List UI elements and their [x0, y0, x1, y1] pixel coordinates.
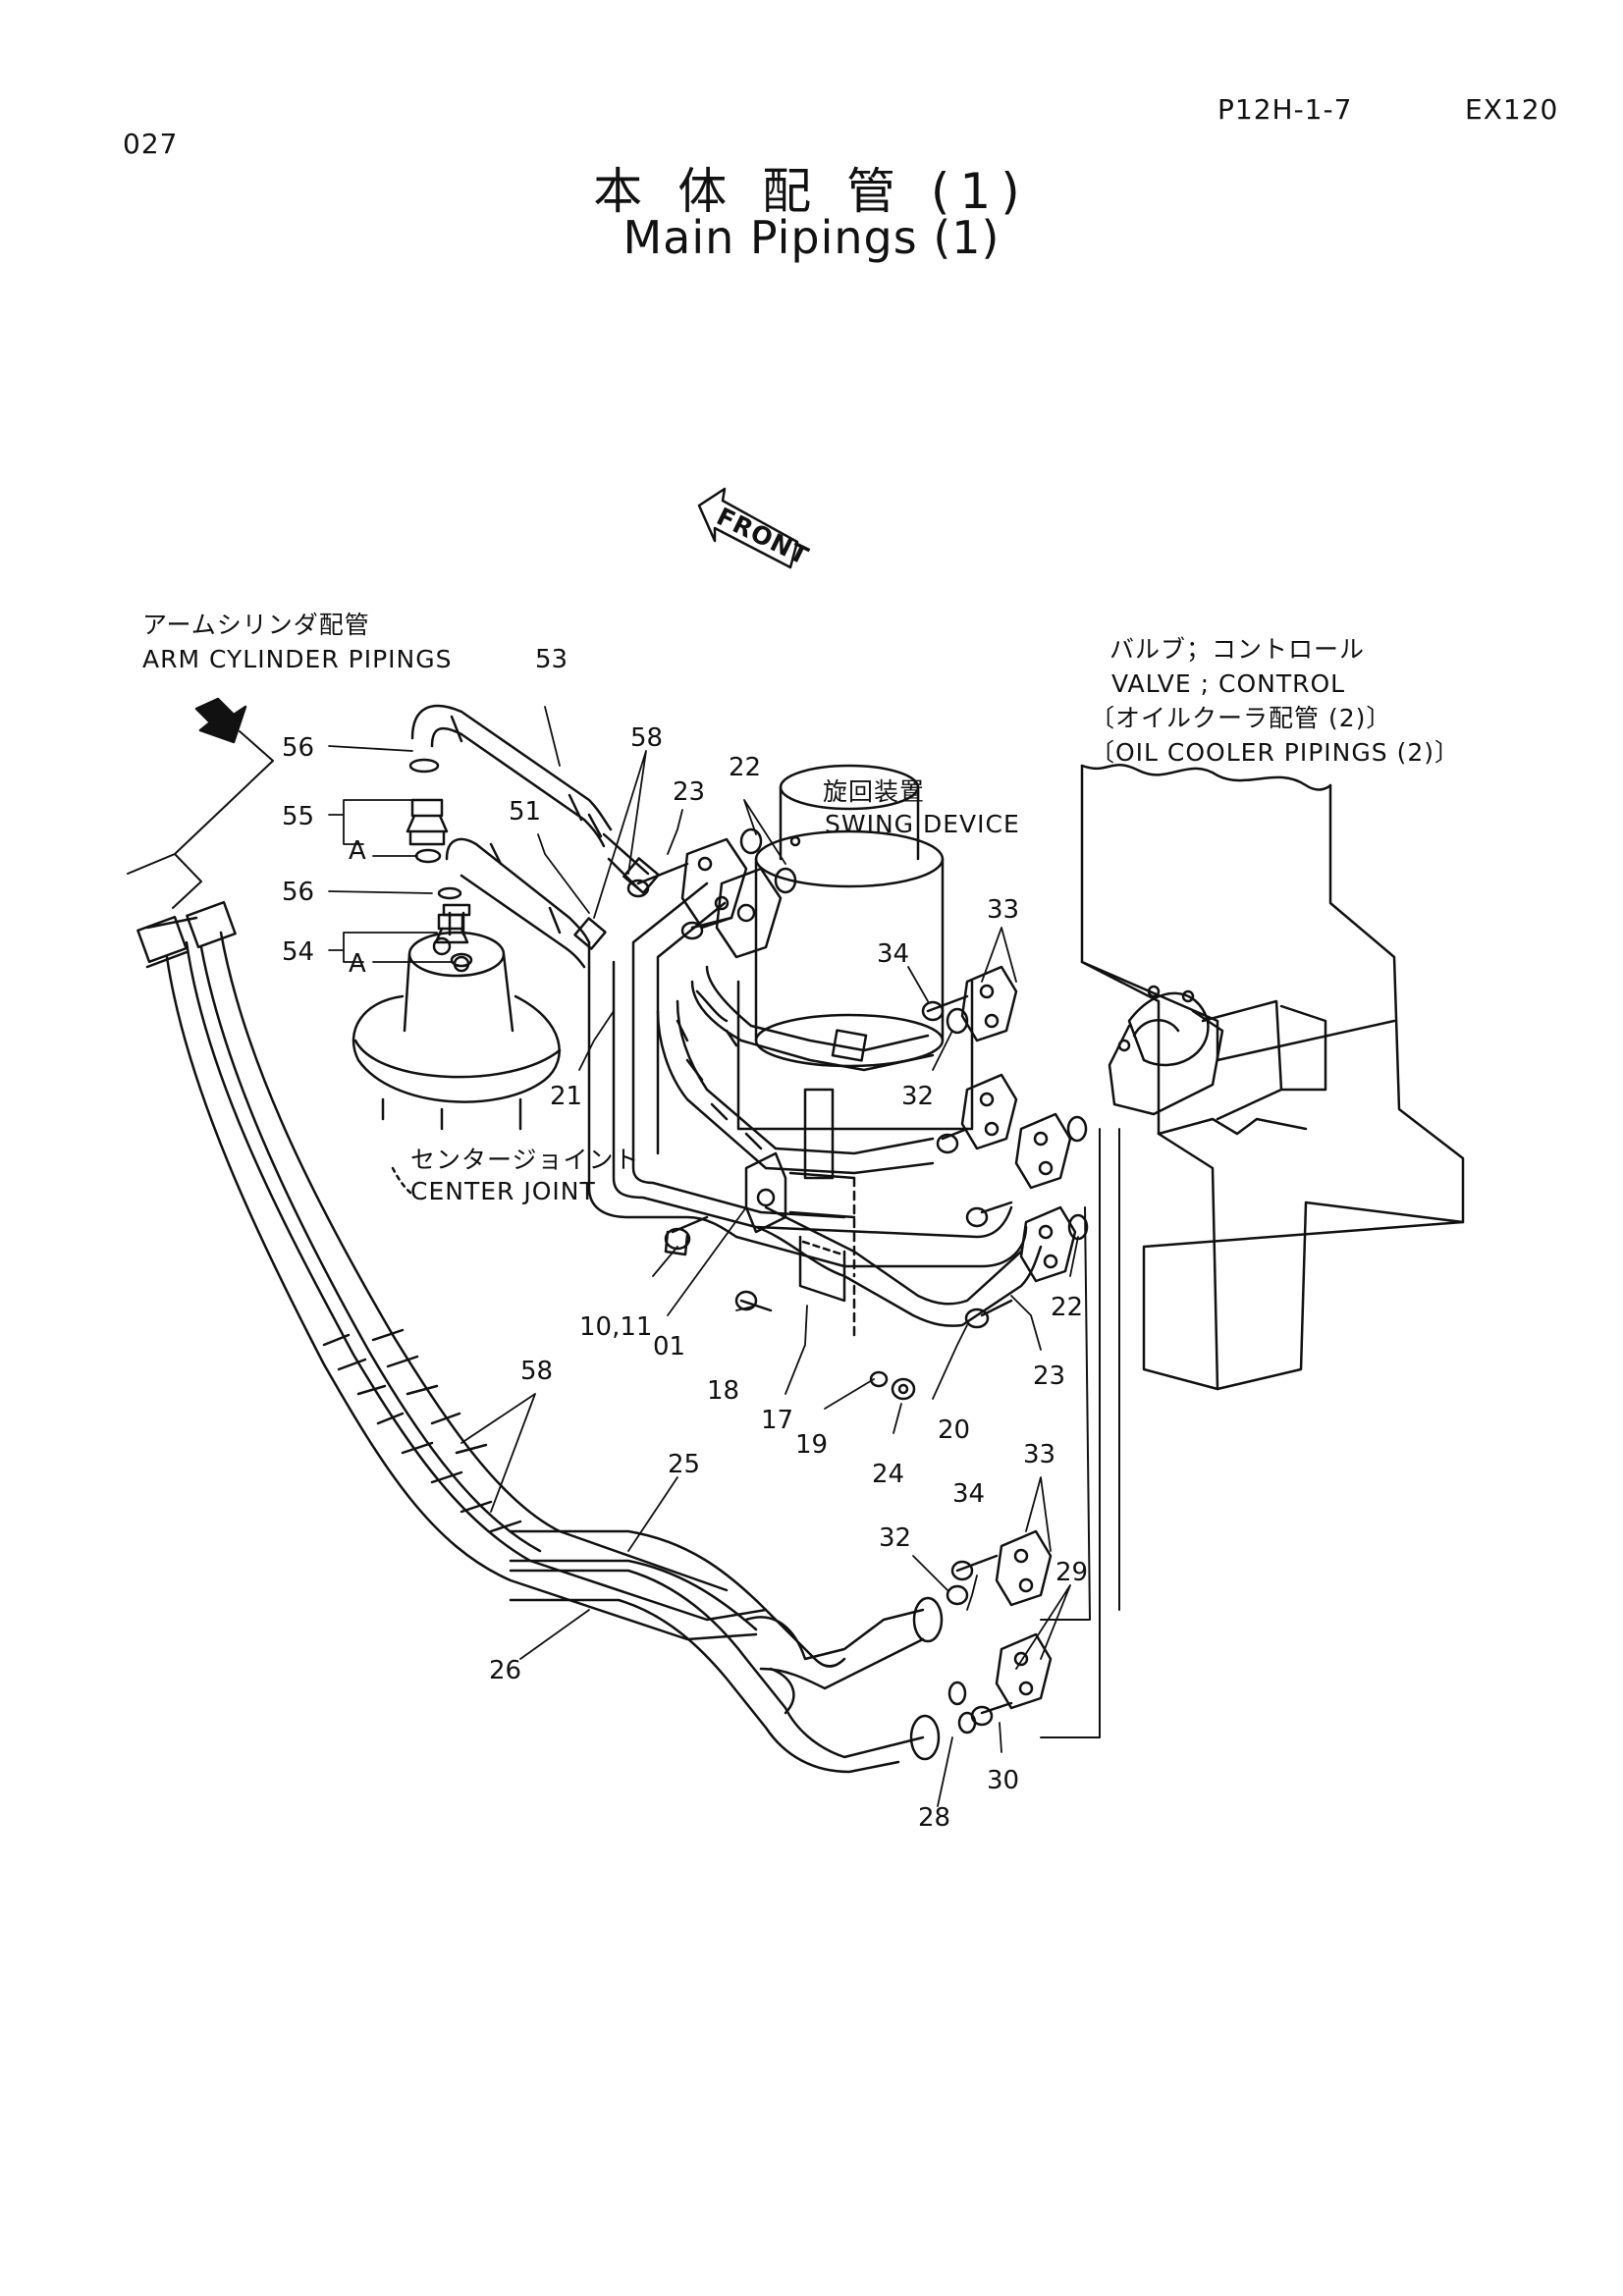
clamp-01	[744, 1088, 856, 1337]
model-name: EX120	[1465, 93, 1559, 126]
arm-cylinder-label-en: ARM CYLINDER PIPINGS	[142, 645, 452, 673]
hose-51	[445, 837, 607, 969]
flange-swing	[680, 828, 801, 959]
callout-20: 20	[938, 1415, 970, 1445]
swing-device-label-en: SWING DEVICE	[825, 810, 1020, 838]
callout-33-lower: 33	[1023, 1440, 1055, 1469]
flange-upper-23	[626, 837, 748, 930]
callout-34-upper: 34	[877, 939, 909, 969]
flange-33-lower	[946, 1529, 1053, 1607]
callout-18: 18	[707, 1376, 739, 1406]
hose-26	[509, 1569, 941, 1774]
flange-22-right	[965, 1112, 1088, 1228]
control-valve-label-en: VALVE ; CONTROL	[1111, 669, 1345, 698]
page-number: P12H-1-7	[1217, 93, 1353, 126]
center-joint-label-en: CENTER JOINT	[410, 1177, 596, 1205]
bolts-10-11	[664, 1215, 709, 1256]
oil-cooler-label-ja: 〔オイルクーラ配管 (2)〕	[1090, 704, 1391, 732]
front-arrow	[697, 487, 799, 569]
control-valve-block	[1080, 763, 1465, 1391]
callout-a-lower: A	[349, 949, 366, 979]
center-joint-label-ja: センタージョイント	[410, 1146, 640, 1174]
flange-29	[947, 1632, 1053, 1735]
callout-58-upper: 58	[630, 723, 663, 753]
pipe-21	[587, 881, 1028, 1268]
swing-supply-hose	[690, 965, 935, 1072]
callout-32-lower: 32	[879, 1523, 911, 1553]
callout-23-upper: 23	[673, 777, 705, 807]
callout-53: 53	[535, 645, 568, 674]
callout-28: 28	[918, 1803, 950, 1833]
callout-22-upper: 22	[729, 753, 761, 782]
callout-34-lower: 34	[952, 1479, 985, 1509]
callout-23-lower: 23	[1033, 1362, 1065, 1391]
callout-56-upper: 56	[282, 733, 314, 763]
callout-26: 26	[489, 1656, 521, 1685]
flange-middle	[936, 1073, 1018, 1154]
bolt-18	[734, 1290, 773, 1312]
leader-lines	[328, 706, 1079, 1807]
callout-01: 01	[653, 1332, 685, 1362]
swing-device-label-ja: 旋回装置	[823, 777, 925, 806]
arm-cylinder-label-ja: アームシリンダ配管	[142, 611, 370, 639]
callout-19: 19	[795, 1430, 828, 1460]
hose-53	[410, 704, 660, 894]
arm-direction-arrow	[194, 697, 247, 744]
callout-55: 55	[282, 802, 314, 831]
figure-code: 027	[123, 128, 179, 160]
callout-56-lower: 56	[282, 878, 314, 907]
callout-51: 51	[509, 797, 541, 827]
callout-29: 29	[1055, 1558, 1088, 1587]
nut-19-24	[869, 1370, 916, 1401]
front-label: FRONT	[712, 502, 813, 570]
callout-32-upper: 32	[901, 1082, 934, 1111]
callout-10-11: 10,11	[579, 1312, 652, 1342]
oil-cooler-label-en: 〔OIL COOLER PIPINGS (2)〕	[1090, 738, 1460, 767]
callout-21: 21	[550, 1082, 582, 1111]
hose-lower-middle	[656, 999, 935, 1175]
callout-a-upper: A	[349, 836, 366, 866]
callout-58-lower: 58	[520, 1357, 553, 1386]
title-japanese: 本 体 配 管 (1)	[593, 163, 1030, 220]
callout-54: 54	[282, 937, 314, 967]
hose-25	[509, 1529, 944, 1690]
callout-25: 25	[668, 1450, 700, 1479]
hose-58-left	[136, 900, 768, 1641]
callout-24: 24	[872, 1460, 904, 1489]
flange-lower-23	[964, 1205, 1089, 1329]
control-valve-label-ja: バルブ；コントロール	[1109, 635, 1365, 664]
callout-17: 17	[761, 1406, 793, 1435]
callout-22-lower: 22	[1051, 1293, 1083, 1322]
upper-fittings	[406, 758, 473, 968]
callout-30: 30	[987, 1766, 1019, 1795]
flange-33-upper	[921, 965, 1018, 1042]
title-english: Main Pipings (1)	[622, 211, 1001, 264]
callout-33-upper: 33	[987, 895, 1019, 925]
